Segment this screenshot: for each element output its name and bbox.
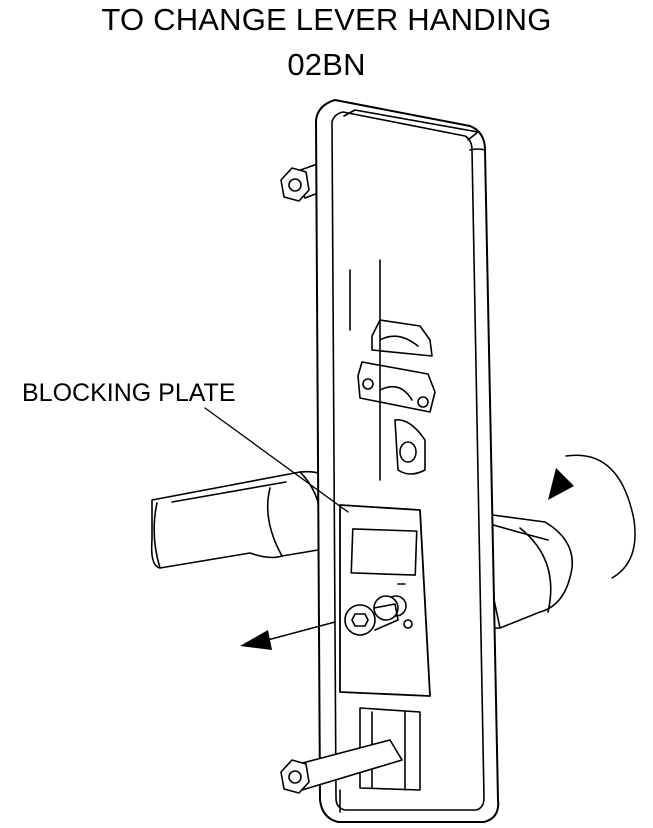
blocking-plate bbox=[339, 504, 431, 697]
diagram-title-line-2: 02BN bbox=[287, 47, 366, 82]
removal-arrow bbox=[240, 621, 336, 650]
bottom-standoff-post bbox=[280, 707, 421, 794]
blocking-plate-leader bbox=[204, 407, 349, 513]
diagram-title-line-1: TO CHANGE LEVER HANDING bbox=[101, 2, 552, 37]
blocking-plate-label: BLOCKING PLATE bbox=[22, 379, 236, 407]
cam-mechanism bbox=[357, 259, 436, 481]
front-lever-handle bbox=[150, 470, 331, 569]
rotation-arrow bbox=[548, 454, 636, 579]
